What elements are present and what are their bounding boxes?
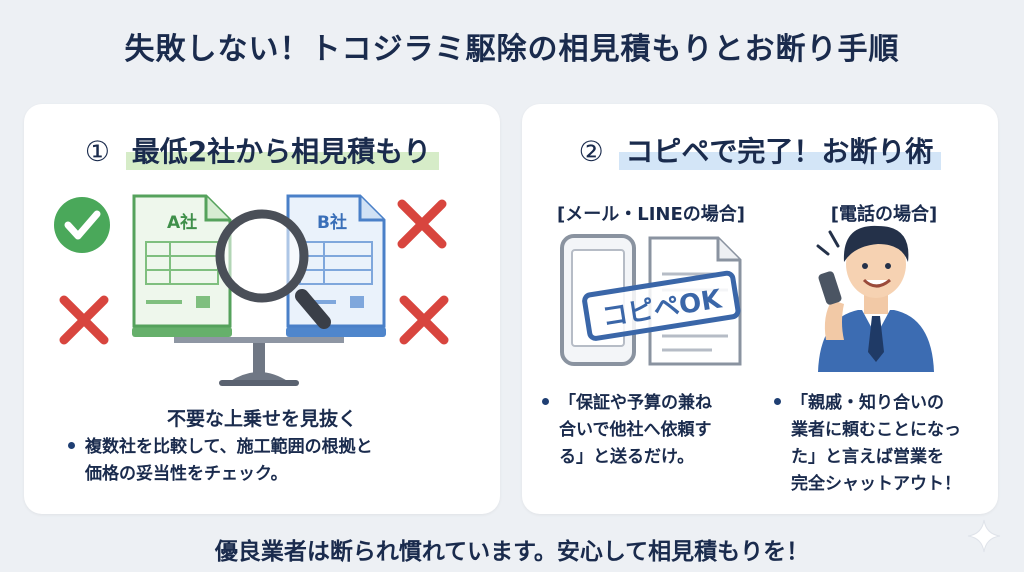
doc-a-label: A社 xyxy=(167,212,197,233)
bullet-line: 価格の妥当性をチェック。 xyxy=(85,464,288,484)
heading-text: 最低2社から相見積もり xyxy=(125,130,440,170)
bullet-line: 複数社を比較して、施工範囲の根拠と xyxy=(85,437,373,457)
bullet-dot xyxy=(774,397,781,405)
check-icon xyxy=(54,197,110,253)
bullet-line: る」と送るだけ。 xyxy=(559,447,695,467)
bullet-item: 複数社を比較して、施工範囲の根拠と 価格の妥当性をチェック。 xyxy=(68,434,373,488)
footer-text: 優良業者は断られ慣れています。安心して相見積もりを！ xyxy=(214,539,810,565)
bullet-dot xyxy=(68,441,75,449)
sparkle-icon xyxy=(967,519,1001,553)
bullet-item-phone: 「親戚・知り合いの 業者に頼むことになっ た」と言えば営業を 完全シャットアウト… xyxy=(774,390,961,498)
bullet-line: た」と言えば営業を xyxy=(791,447,944,467)
cross-icon xyxy=(399,295,449,345)
card-heading-decline: ② コピペで完了！お断り術 xyxy=(522,130,998,170)
bullet-line: 完全シャットアウト！ xyxy=(791,474,961,494)
magnifier-icon xyxy=(215,209,331,329)
bullet-line: 「保証や予算の兼ね xyxy=(559,393,712,413)
document-icon xyxy=(286,194,386,328)
step-number: ① xyxy=(84,135,110,168)
step-number: ② xyxy=(578,135,604,168)
card-heading-comparison: ① 最低2社から相見積もり xyxy=(24,130,500,170)
bullet-dot xyxy=(542,397,549,405)
cross-icon xyxy=(59,295,109,345)
cross-icon xyxy=(397,199,447,249)
card-comparison: ① 最低2社から相見積もり xyxy=(24,104,500,514)
comparison-illustration: A社 B社 xyxy=(54,194,449,386)
caption-text: 不要な上乗せを見抜く xyxy=(166,408,357,430)
bullet-item-email: 「保証や予算の兼ね 合いで他社へ依頼す る」と送るだけ。 xyxy=(542,390,712,471)
decline-illustration: コピペOK xyxy=(560,225,934,372)
businessman-icon xyxy=(816,225,934,372)
email-label: [メール・LINEの場合] xyxy=(557,204,745,225)
document-icon xyxy=(132,194,232,328)
heading-text: コピペで完了！お断り術 xyxy=(619,130,942,170)
bullet-line: 合いで他社へ依頼す xyxy=(559,420,712,440)
card-decline: ② コピペで完了！お断り術 [メール・LINEの場合] [電話の場合] コピペO… xyxy=(522,104,998,514)
page-title: 失敗しない！トコジラミ駆除の相見積もりとお断り手順 xyxy=(124,32,900,67)
bullet-line: 「親戚・知り合いの xyxy=(791,393,944,413)
balance-scale-icon xyxy=(132,327,386,386)
doc-b-label: B社 xyxy=(317,212,347,233)
phone-label: [電話の場合] xyxy=(830,204,938,225)
bullet-line: 業者に頼むことになっ xyxy=(791,420,961,440)
